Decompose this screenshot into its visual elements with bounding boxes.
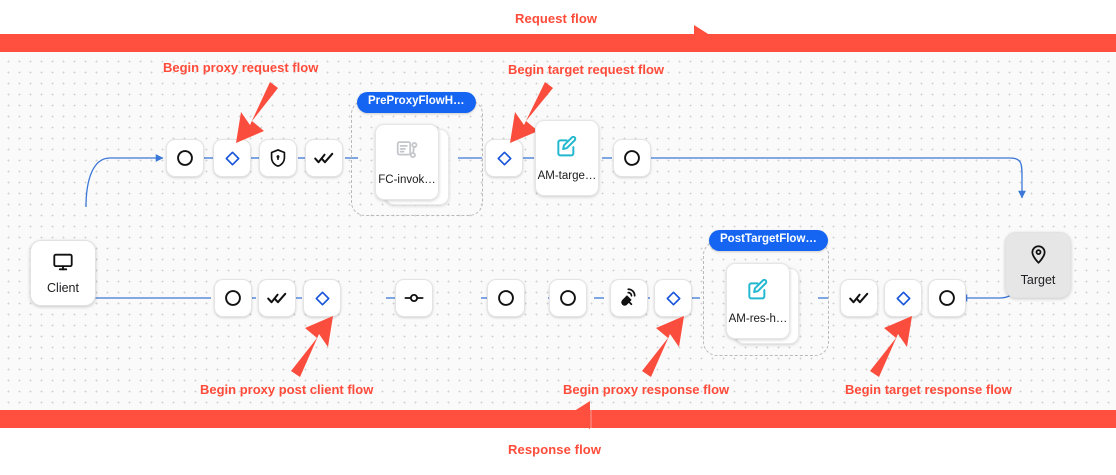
request-flow-arrowhead: [694, 25, 716, 53]
step-target-response-flow[interactable]: [884, 279, 922, 317]
policy-card-am-target[interactable]: AM-targe…: [535, 120, 599, 196]
step-proxy-post-client-flow[interactable]: [303, 279, 341, 317]
monitor-icon: [52, 251, 74, 278]
annotation-begin-proxy-response-flow: Begin proxy response flow: [563, 382, 730, 397]
step-broadcast[interactable]: [610, 279, 648, 317]
banner-seam-bottom: [590, 410, 592, 428]
double-check-icon: [848, 287, 870, 309]
endpoint-client-label: Client: [47, 281, 79, 296]
flow-callout-icon: [395, 138, 420, 168]
step-connector[interactable]: [395, 279, 433, 317]
assign-message-icon: [746, 277, 771, 307]
double-check-icon: [313, 147, 335, 169]
double-check-icon: [266, 287, 288, 309]
endpoint-target[interactable]: Target: [1005, 232, 1071, 298]
step-proxy-response-flow[interactable]: [654, 279, 692, 317]
step-target-response-start[interactable]: [928, 279, 966, 317]
location-pin-icon: [1028, 244, 1049, 270]
step-post-client-verify[interactable]: [258, 279, 296, 317]
annotation-begin-target-request-flow: Begin target request flow: [508, 62, 665, 77]
policy-card-am-res-hook[interactable]: AM-res-h…: [726, 263, 790, 339]
response-flow-banner: [0, 410, 1116, 428]
step-verify[interactable]: [305, 139, 343, 177]
step-response-a[interactable]: [487, 279, 525, 317]
step-proxy-request-start[interactable]: [166, 139, 204, 177]
diamond-icon: [495, 149, 514, 168]
assign-message-icon: [555, 134, 580, 164]
group-chip-preproxyflowhook[interactable]: PreProxyFlowH…: [357, 92, 476, 113]
diamond-icon: [223, 149, 242, 168]
step-security[interactable]: [259, 139, 297, 177]
request-flow-label: Request flow: [515, 11, 598, 26]
annotation-begin-proxy-post-client-flow: Begin proxy post client flow: [200, 382, 374, 397]
circle-icon: [496, 288, 516, 308]
step-response-b[interactable]: [549, 279, 587, 317]
diamond-icon: [313, 289, 332, 308]
diagram-grid: Client Target: [0, 52, 1116, 410]
circle-icon: [937, 288, 957, 308]
circle-icon: [558, 288, 578, 308]
policy-card-am-res-hook-label: AM-res-h…: [728, 312, 788, 325]
endpoint-target-label: Target: [1020, 272, 1056, 287]
endpoint-client[interactable]: Client: [30, 240, 96, 306]
node-line-icon: [403, 287, 425, 309]
response-flow-arrowhead: [568, 401, 590, 429]
policy-card-am-target-label: AM-targe…: [537, 169, 597, 182]
diamond-icon: [664, 289, 683, 308]
step-target-request-flow[interactable]: [485, 139, 523, 177]
step-post-client-end[interactable]: [214, 279, 252, 317]
response-flow-label: Response flow: [508, 442, 602, 457]
shield-lock-icon: [268, 148, 288, 168]
circle-icon: [622, 148, 642, 168]
step-target-response-verify[interactable]: [840, 279, 878, 317]
circle-icon: [223, 288, 243, 308]
policy-card-fc-invoke-label: FC-invok…: [378, 173, 436, 186]
group-chip-posttargetflow[interactable]: PostTargetFlow…: [709, 230, 828, 251]
annotation-begin-proxy-request-flow: Begin proxy request flow: [163, 60, 319, 75]
diamond-icon: [894, 289, 913, 308]
annotation-begin-target-response-flow: Begin target response flow: [845, 382, 1012, 397]
step-target-request-end[interactable]: [613, 139, 651, 177]
step-proxy-request-flow[interactable]: [213, 139, 251, 177]
circle-icon: [175, 148, 195, 168]
satellite-icon: [618, 287, 640, 309]
policy-card-fc-invoke[interactable]: FC-invok…: [375, 124, 439, 200]
